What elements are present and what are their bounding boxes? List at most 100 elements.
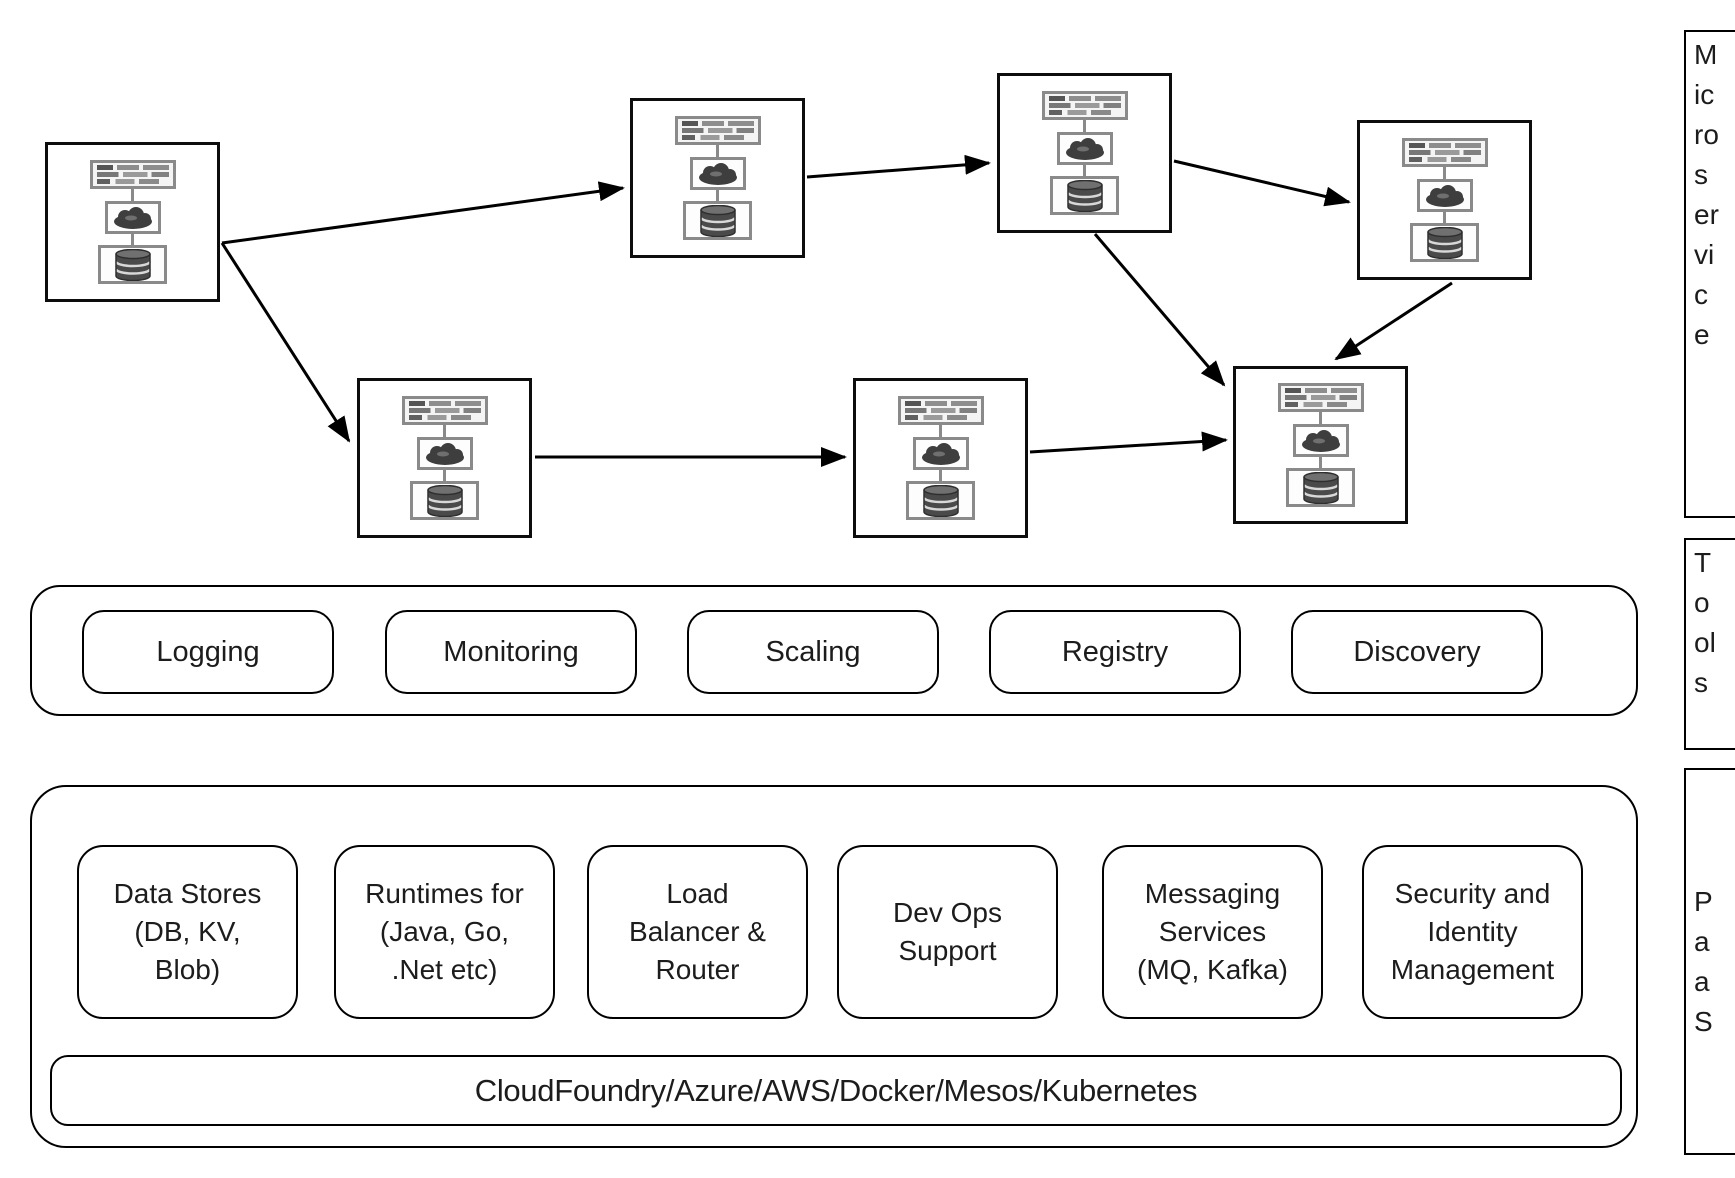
database-icon — [1050, 176, 1119, 215]
tool-box-registry: Registry — [989, 610, 1241, 694]
blurred-text-line — [1408, 157, 1481, 162]
side-label-microservice: Microservice — [1684, 30, 1735, 518]
tool-box-scaling: Scaling — [687, 610, 939, 694]
paas-label: Runtimes for (Java, Go, .Net etc) — [365, 878, 524, 985]
blurred-text-line — [904, 408, 977, 413]
tools-band: Logging Monitoring Scaling Registry Disc… — [30, 585, 1638, 716]
side-label-text: Microservice — [1694, 39, 1719, 350]
connector-line — [939, 425, 942, 437]
edge-arrow — [221, 181, 625, 245]
spec-panel-icon — [401, 396, 488, 425]
paas-box-load-balancer: Load Balancer & Router — [587, 845, 808, 1019]
cloud-icon — [689, 157, 746, 190]
side-label-text: PaaS — [1694, 885, 1713, 1037]
database-icon — [683, 201, 752, 240]
paas-box-security-identity: Security and Identity Management — [1362, 845, 1583, 1019]
microservice-node — [997, 73, 1172, 233]
blurred-text-line — [904, 415, 977, 420]
blurred-text-line — [1408, 150, 1481, 155]
paas-label: Data Stores (DB, KV, Blob) — [113, 878, 262, 985]
spec-panel-icon — [1401, 138, 1488, 167]
tool-box-monitoring: Monitoring — [385, 610, 637, 694]
tool-label: Monitoring — [443, 635, 579, 668]
tool-label: Logging — [156, 635, 260, 668]
paas-label: Load Balancer & Router — [629, 878, 766, 985]
blurred-text-line — [96, 179, 169, 184]
blurred-text-line — [408, 415, 481, 420]
tool-box-logging: Logging — [82, 610, 334, 694]
side-label-text: Tools — [1694, 547, 1716, 698]
connector-line — [1083, 165, 1086, 176]
connector-line — [1443, 212, 1446, 223]
cloud-icon — [1056, 132, 1113, 165]
paas-label: Messaging Services (MQ, Kafka) — [1137, 878, 1288, 985]
platform-bar: CloudFoundry/Azure/AWS/Docker/Mesos/Kube… — [50, 1055, 1622, 1126]
paas-box-data-stores: Data Stores (DB, KV, Blob) — [77, 845, 298, 1019]
connector-line — [131, 189, 134, 201]
paas-label: Dev Ops Support — [893, 897, 1002, 966]
microservice-node — [1233, 366, 1408, 524]
blurred-text-line — [1048, 96, 1121, 101]
spec-panel-icon — [89, 160, 176, 189]
microservice-node — [853, 378, 1028, 538]
connector-line — [443, 425, 446, 437]
microservice-node — [1357, 120, 1532, 280]
platform-bar-label: CloudFoundry/Azure/AWS/Docker/Mesos/Kube… — [474, 1072, 1198, 1108]
edge-arrow — [220, 242, 351, 443]
connector-line — [1319, 457, 1322, 468]
edge-arrow — [1173, 159, 1351, 207]
database-icon — [1410, 223, 1479, 262]
side-label-tools: Tools — [1684, 538, 1735, 750]
blurred-text-line — [904, 401, 977, 406]
blurred-text-line — [96, 165, 169, 170]
paas-label: Security and Identity Management — [1390, 878, 1555, 985]
edge-arrow — [1093, 233, 1226, 387]
cloud-icon — [912, 437, 969, 470]
paas-box-messaging: Messaging Services (MQ, Kafka) — [1102, 845, 1323, 1019]
paas-band: Data Stores (DB, KV, Blob) Runtimes for … — [30, 785, 1638, 1148]
blurred-text-line — [1408, 143, 1481, 148]
cloud-icon — [1416, 179, 1473, 212]
blurred-text-line — [96, 172, 169, 177]
database-icon — [1286, 468, 1355, 507]
microservice-node — [357, 378, 532, 538]
connector-line — [716, 145, 719, 157]
spec-panel-icon — [897, 396, 984, 425]
connector-line — [1319, 412, 1322, 424]
tool-label: Discovery — [1353, 635, 1481, 668]
paas-box-devops-support: Dev Ops Support — [837, 845, 1058, 1019]
blurred-text-line — [408, 401, 481, 406]
cloud-icon — [416, 437, 473, 470]
blurred-text-line — [1284, 388, 1357, 393]
edge-arrow — [1029, 431, 1228, 454]
edge-arrow — [806, 154, 991, 179]
spec-panel-icon — [1277, 383, 1364, 412]
database-icon — [98, 245, 167, 284]
edge-arrow — [1334, 281, 1453, 361]
connector-line — [1443, 167, 1446, 179]
connector-line — [716, 190, 719, 201]
connector-line — [939, 470, 942, 481]
connector-line — [443, 470, 446, 481]
blurred-text-line — [681, 121, 754, 126]
blurred-text-line — [681, 128, 754, 133]
microservice-node — [630, 98, 805, 258]
database-icon — [906, 481, 975, 520]
tool-label: Scaling — [765, 635, 861, 668]
blurred-text-line — [408, 408, 481, 413]
cloud-icon — [1292, 424, 1349, 457]
spec-panel-icon — [674, 116, 761, 145]
paas-box-runtimes: Runtimes for (Java, Go, .Net etc) — [334, 845, 555, 1019]
tool-label: Registry — [1061, 635, 1169, 668]
blurred-text-line — [681, 135, 754, 140]
blurred-text-line — [1048, 103, 1121, 108]
cloud-icon — [104, 201, 161, 234]
microservice-node — [45, 142, 220, 302]
blurred-text-line — [1048, 110, 1121, 115]
side-label-paas: PaaS — [1684, 768, 1735, 1155]
connector-line — [1083, 120, 1086, 132]
connector-line — [131, 234, 134, 245]
database-icon — [410, 481, 479, 520]
blurred-text-line — [1284, 402, 1357, 407]
